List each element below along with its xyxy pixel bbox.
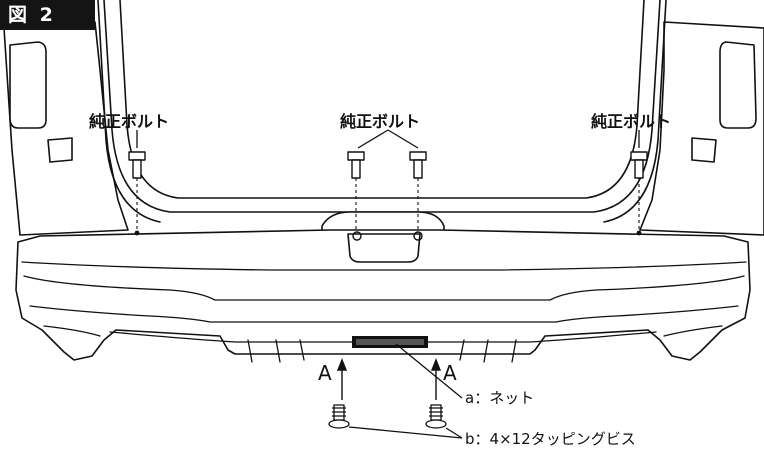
bolt-label-left: 純正ボルト xyxy=(89,112,170,131)
leader-screw-right xyxy=(445,427,463,439)
bumper-crease-main xyxy=(23,275,745,301)
part-b-label: b：4×12タッピングビス xyxy=(465,430,636,448)
bolt-hole-left xyxy=(134,230,140,236)
view-a-label-left: A xyxy=(318,361,332,385)
bolt-left-icon xyxy=(128,151,146,179)
tapping-screw-right-icon xyxy=(425,404,447,429)
bolt-center-right-icon xyxy=(409,151,427,179)
figure-tag: 図 2 xyxy=(0,0,95,30)
tailgate-window xyxy=(119,0,645,199)
bolt-label-right: 純正ボルト xyxy=(591,112,672,131)
net-mesh xyxy=(356,339,424,345)
bolt-hole-right xyxy=(636,230,642,236)
leader-screw-left xyxy=(348,426,463,439)
bolt-hole-center-left xyxy=(352,231,362,241)
part-a-label: a：ネット xyxy=(465,389,535,407)
rear-bumper xyxy=(15,229,751,361)
leader-net xyxy=(395,343,463,399)
diffuser-fins xyxy=(247,339,517,363)
right-door-gap xyxy=(603,0,667,223)
bumper-crease-upper xyxy=(21,261,747,271)
bolt-right-icon xyxy=(630,151,648,179)
plate-pocket xyxy=(347,233,421,263)
bolt-center-left-icon xyxy=(347,151,365,179)
tapping-screw-left-icon xyxy=(328,404,350,429)
left-tail-lamp xyxy=(9,41,47,129)
bolt-label-center: 純正ボルト xyxy=(340,112,421,131)
bolt-hole-center-right xyxy=(413,231,423,241)
view-a-label-right: A xyxy=(443,361,457,385)
right-side-marker xyxy=(691,137,717,163)
left-door-gap xyxy=(97,0,161,223)
right-tail-lamp xyxy=(719,41,757,129)
bumper-crease-lower xyxy=(29,305,739,323)
bumper-corner-lines xyxy=(43,325,723,337)
left-side-marker xyxy=(47,137,73,163)
